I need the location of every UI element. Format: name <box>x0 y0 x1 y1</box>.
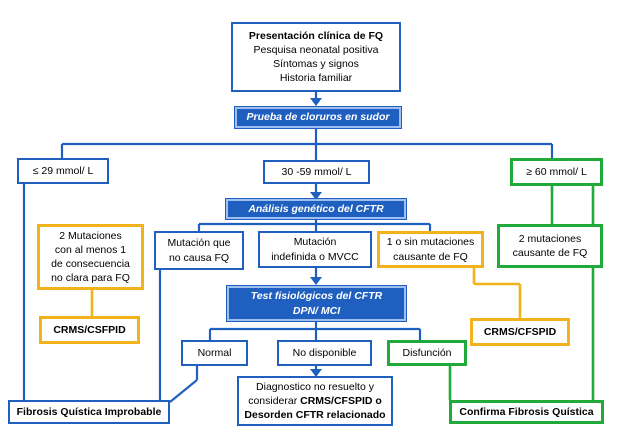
analisis-box: Análisis genético del CFTR <box>225 198 407 220</box>
mut-indef-box: Mutación indefinida o MVCC <box>258 231 372 268</box>
no-disponible-label: No disponible <box>292 346 357 359</box>
normal-box: Normal <box>181 340 248 366</box>
crms-right-label: CRMS/CFSPID <box>483 325 557 338</box>
crms-left-box: CRMS/CSFPID <box>39 316 140 344</box>
ge60-box: ≥ 60 mmol/ L <box>510 158 603 186</box>
mut-no-causa-line: Mutación que <box>167 237 231 250</box>
no-disponible-box: No disponible <box>277 340 372 366</box>
mut-indef-line: indefinida o MVCC <box>271 250 359 263</box>
dos-mut-right-box: 2 mutaciones causante de FQ <box>497 224 603 268</box>
dos-mut-right-line: 2 mutaciones <box>518 232 582 245</box>
dos-mut-left-line: 2 Mutaciones <box>59 229 122 242</box>
dos-mut-left-line: no clara para FQ <box>51 272 130 285</box>
confirma-fibrosis-label: Confirma Fibrosis Quística <box>459 405 594 418</box>
disfuncion-box: Disfunción <box>387 340 467 366</box>
mid-label: 30 -59 mmol/ L <box>281 165 352 178</box>
test-fisio-line: DPN/ MCI <box>292 304 341 317</box>
dos-mut-left-line: con al menos 1 <box>54 243 127 256</box>
test-fisio-line: Test fisiológicos del CFTR <box>250 290 383 303</box>
prueba-box: Prueba de cloruros en sudor <box>234 106 402 129</box>
diagnostico-line2-bold: CRMS/CFSPID o <box>300 394 382 407</box>
presentacion-line: Pesquisa neonatal positiva <box>253 43 379 56</box>
diagnostico-line2-prefix: considerar <box>248 394 301 407</box>
normal-label: Normal <box>197 346 232 359</box>
diagnostico-box: Diagnostico no resuelto y considerar CRM… <box>237 376 393 426</box>
test-fisio-box: Test fisiológicos del CFTR DPN/ MCI <box>226 285 407 322</box>
presentacion-box: Presentación clínica de FQ Pesquisa neon… <box>231 22 401 92</box>
analisis-label: Análisis genético del CFTR <box>248 202 384 215</box>
dos-mut-left-box: 2 Mutaciones con al menos 1 de consecuen… <box>37 224 144 290</box>
dos-mut-right-line: causante de FQ <box>512 247 588 259</box>
diagnostico-line2: considerar CRMS/CFSPID o <box>248 394 382 408</box>
prueba-label: Prueba de cloruros en sudor <box>246 111 390 124</box>
ge60-label: ≥ 60 mmol/ L <box>526 165 587 178</box>
dos-mut-left-line: de consecuencia <box>51 258 130 270</box>
presentacion-title: Presentación clínica de FQ <box>248 29 384 42</box>
uno-sin-mut-line: causante de FQ <box>393 250 468 263</box>
le29-box: ≤ 29 mmol/ L <box>17 158 109 184</box>
presentacion-line: Síntomas y signos <box>273 58 359 70</box>
crms-right-box: CRMS/CFSPID <box>470 318 570 346</box>
diagnostico-line1: Diagnostico no resuelto y <box>256 380 374 393</box>
uno-sin-mut-box: 1 o sin mutaciones causante de FQ <box>377 231 484 268</box>
mut-no-causa-box: Mutación que no causa FQ <box>154 231 244 270</box>
crms-left-label: CRMS/CSFPID <box>53 323 126 336</box>
disfuncion-label: Disfunción <box>402 346 452 359</box>
mut-indef-line: Mutación <box>293 236 337 249</box>
fibrosis-improbable-label: Fibrosis Quística Improbable <box>16 405 162 418</box>
confirma-fibrosis-box: Confirma Fibrosis Quística <box>449 400 604 424</box>
presentacion-line: Historia familiar <box>279 72 353 85</box>
mid-box: 30 -59 mmol/ L <box>263 160 370 184</box>
uno-sin-mut-line: 1 o sin mutaciones <box>386 236 475 249</box>
mut-no-causa-line: no causa FQ <box>168 251 230 264</box>
diagnostico-line3: Desorden CFTR relacionado <box>244 409 386 422</box>
fibrosis-improbable-box: Fibrosis Quística Improbable <box>8 400 170 424</box>
le29-label: ≤ 29 mmol/ L <box>32 164 94 177</box>
